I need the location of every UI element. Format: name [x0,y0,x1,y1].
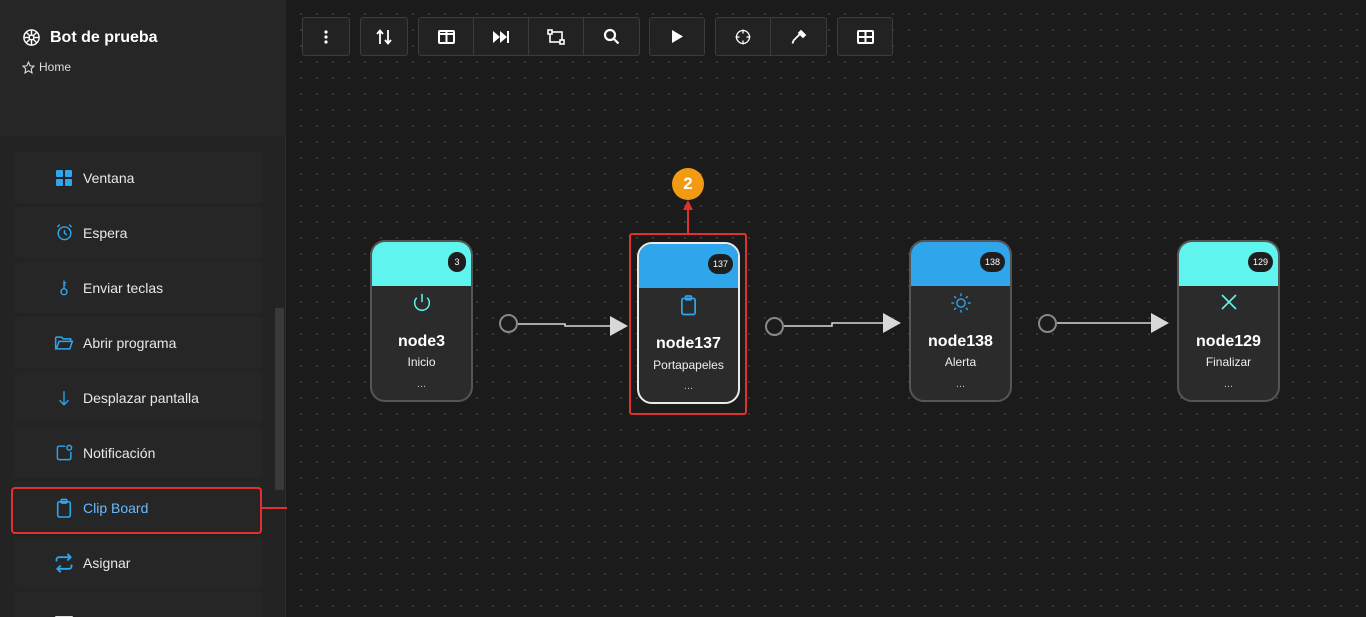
table-icon [856,29,874,44]
sidebar-item-partial[interactable] [14,592,262,617]
sidebar-header: Bot de prueba Home [0,0,286,136]
sidebar-item-label: Clip Board [83,499,149,516]
sidebar-item-label: Enviar teclas [83,279,164,296]
node-title: node138 [928,333,993,350]
app-title-text: Bot de prueba [50,28,158,46]
arrow-down-icon [54,388,74,408]
node-subtitle: Alerta [944,355,977,369]
sort-button[interactable] [360,17,408,56]
more-options-button[interactable] [302,17,350,56]
item-icon [54,608,74,617]
output-port-node3[interactable] [499,314,518,333]
columns-button[interactable] [419,18,474,55]
key-icon [54,278,74,298]
arrowhead-node138 [883,313,901,333]
node-subtitle: Inicio [407,355,436,369]
ship-wheel-icon [22,28,41,47]
alarm-clock-icon [54,223,74,243]
sidebar-item-enviar-teclas[interactable]: Enviar teclas [14,262,262,313]
clipboard-icon [54,498,74,518]
node-badge: 129 [1247,252,1273,272]
node-more[interactable]: ... [1223,378,1234,390]
sidebar-item-asignar[interactable]: Asignar [14,537,262,588]
star-icon [22,60,35,74]
highlight-box-node137 [629,233,747,415]
node-badge: 137 [707,254,733,274]
pointer-arrow-2 [683,200,693,233]
sidebar-item-abrir-programa[interactable]: Abrir programa [14,317,262,368]
sidebar-item-clip-board[interactable]: Clip Board [14,482,262,533]
sort-icon [375,28,393,45]
toolbar-group-view [418,17,640,56]
flow-node-node3[interactable]: 3 node3 Inicio ... [370,240,473,402]
highlight-box-clip-board [11,487,262,534]
sidebar-item-label: Abrir programa [83,334,177,351]
node-title: node3 [397,333,446,350]
node-more[interactable]: ... [683,380,694,392]
table-button[interactable] [837,17,893,56]
node-subtitle: Portapapeles [653,358,724,372]
search-icon [603,28,620,45]
toolbar-group-pick [715,17,827,56]
play-icon [671,29,684,44]
sun-icon [911,292,1010,314]
close-icon [1179,292,1278,312]
eyedropper-button[interactable] [771,18,826,55]
node-badge: 3 [448,252,466,272]
flow-canvas[interactable]: 3 node3 Inicio ... 137 node137 Portapape… [287,0,1366,617]
transform-button[interactable] [529,18,584,55]
sidebar-item-espera[interactable]: Espera [14,207,262,258]
flow-node-node129[interactable]: 129 node129 Finalizar ... [1177,240,1280,402]
flow-node-node137[interactable]: 137 node137 Portapapeles ... [637,242,740,404]
sidebar-item-label: Espera [83,224,128,241]
more-vertical-icon [324,29,328,44]
folder-open-icon [54,333,74,353]
home-link[interactable]: Home [22,60,71,74]
repeat-arrows-icon [54,552,74,573]
sidebar-scrollbar[interactable] [275,308,284,490]
crosshair-icon [735,29,751,45]
app-title: Bot de prueba [22,28,158,47]
crosshair-button[interactable] [716,18,771,55]
sidebar-item-notificacion[interactable]: Notificación [14,427,262,478]
sidebar: Bot de prueba Home Ventana Espera [0,0,286,617]
edge-node3-node137 [518,323,613,327]
sidebar-item-desplazar-pantalla[interactable]: Desplazar pantalla [14,372,262,423]
clipboard-icon [639,294,738,316]
transform-icon [547,28,565,45]
edge-node137-node138 [784,322,885,327]
search-button[interactable] [584,18,639,55]
sidebar-item-label: Ventana [83,169,135,186]
sidebar-item-ventana[interactable]: Ventana [14,152,262,203]
arrowhead-node137 [610,316,628,336]
output-port-node138[interactable] [1038,314,1057,333]
node-subtitle: Finalizar [1205,355,1252,369]
node-title: node129 [1196,333,1261,350]
output-port-node137[interactable] [765,317,784,336]
node-title: node137 [656,335,721,352]
node-more[interactable]: ... [416,378,427,390]
skip-forward-button[interactable] [474,18,529,55]
node-more[interactable]: ... [955,378,966,390]
skip-forward-icon [492,30,510,44]
columns-icon [437,29,455,44]
sidebar-action-list: Ventana Espera Enviar teclas Abrir progr… [14,152,262,617]
home-label: Home [39,60,72,74]
play-button[interactable] [649,17,705,56]
step-marker-2: 2 [672,168,704,200]
power-icon [372,292,471,314]
connector-layer [518,313,1169,336]
sidebar-item-label: Asignar [83,554,131,571]
flow-node-node138[interactable]: 138 node138 Alerta ... [909,240,1012,402]
sidebar-item-label: Notificación [83,444,156,461]
sidebar-item-label: Desplazar pantalla [83,389,199,406]
node-badge: 138 [979,252,1005,272]
notification-icon [54,443,74,463]
arrowhead-node129 [1151,313,1169,333]
eyedropper-icon [791,29,807,45]
grid-icon [54,168,74,188]
